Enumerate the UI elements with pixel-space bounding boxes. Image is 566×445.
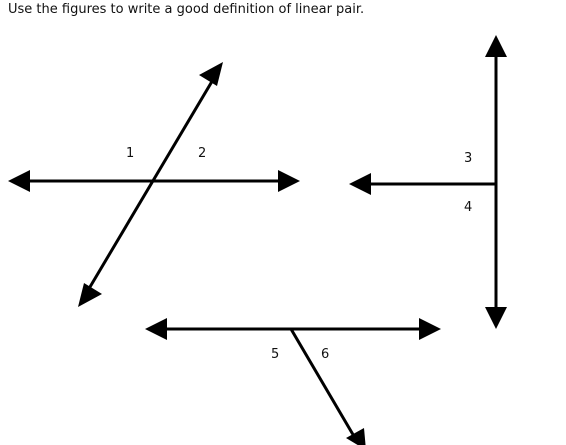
angle-label-2: 2 (198, 146, 206, 161)
figure-c: 5 6 (145, 318, 441, 445)
question-prompt: Use the figures to write a good definiti… (8, 2, 365, 17)
figure-a-right-arrowhead (278, 170, 300, 192)
figure-c-ray (289, 328, 357, 439)
figure-a-bottom-arrowhead (78, 283, 102, 307)
angle-label-1: 1 (126, 146, 134, 161)
figure-a-transversal-line (85, 77, 216, 293)
figure-a-left-arrowhead (8, 170, 30, 192)
figure-c-left-arrowhead (145, 318, 167, 340)
figure-b: 3 4 (349, 35, 507, 329)
figure-c-ray-arrowhead (346, 428, 366, 445)
angle-label-4: 4 (464, 200, 472, 215)
angle-label-5: 5 (271, 347, 279, 362)
angle-label-3: 3 (464, 151, 472, 166)
figure-b-ray-arrowhead (349, 173, 371, 195)
figure-b-bottom-arrowhead (485, 307, 507, 329)
angle-label-6: 6 (321, 347, 329, 362)
figure-a-top-arrowhead (199, 62, 223, 86)
figure-c-right-arrowhead (419, 318, 441, 340)
figure-a: 1 2 (8, 62, 300, 307)
figure-b-top-arrowhead (485, 35, 507, 57)
